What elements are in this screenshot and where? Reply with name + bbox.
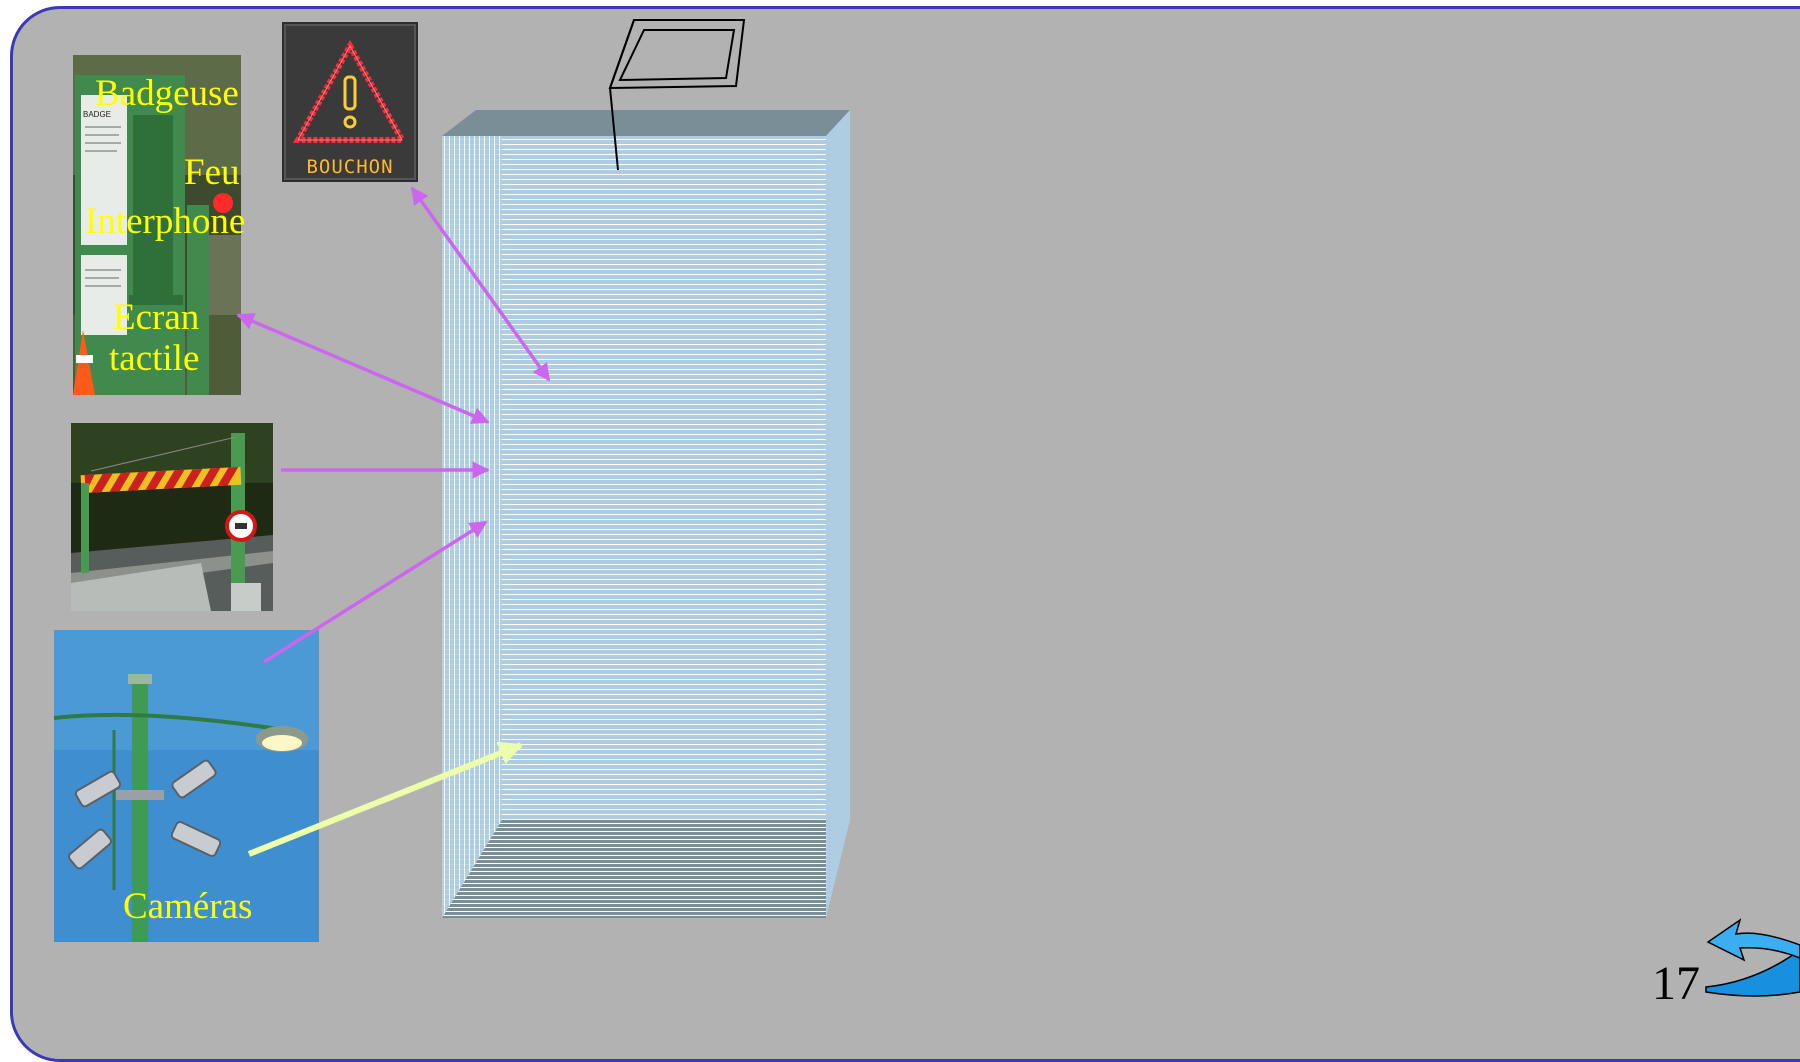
page-number: 17 <box>1652 957 1700 1010</box>
badge-text: BADGE <box>83 110 111 119</box>
ecran-label: Ecran <box>113 297 200 338</box>
no-entry-sign-icon <box>225 510 257 542</box>
feu-label: Feu <box>184 152 240 193</box>
cameras-arrow <box>247 741 524 857</box>
server-stack <box>442 110 850 918</box>
barrier-icon <box>80 433 245 583</box>
badgeuse-label: Badgeuse <box>95 73 239 114</box>
cameras-label: Caméras <box>123 886 253 927</box>
curved-arrow-icon[interactable] <box>1705 918 1800 997</box>
server-diagram <box>236 19 1800 997</box>
bouchon-text: BOUCHON <box>306 156 393 178</box>
sign-arrow <box>410 186 551 382</box>
cameras-photo <box>54 630 319 942</box>
barrier-photo <box>71 423 273 611</box>
kiosk-photo: BADGE <box>73 55 241 395</box>
cameras-pole-arrow <box>263 520 488 664</box>
warning-triangle-icon <box>292 39 408 143</box>
ecran-arrow <box>236 313 490 424</box>
bouchon-sign-photo: BOUCHON <box>282 22 418 182</box>
connection-arrows <box>236 186 551 857</box>
traffic-light-icon <box>213 193 233 213</box>
tactile-label: tactile <box>109 338 200 379</box>
interphone-label: Interphone <box>85 201 246 242</box>
laptop-icon <box>608 19 746 171</box>
